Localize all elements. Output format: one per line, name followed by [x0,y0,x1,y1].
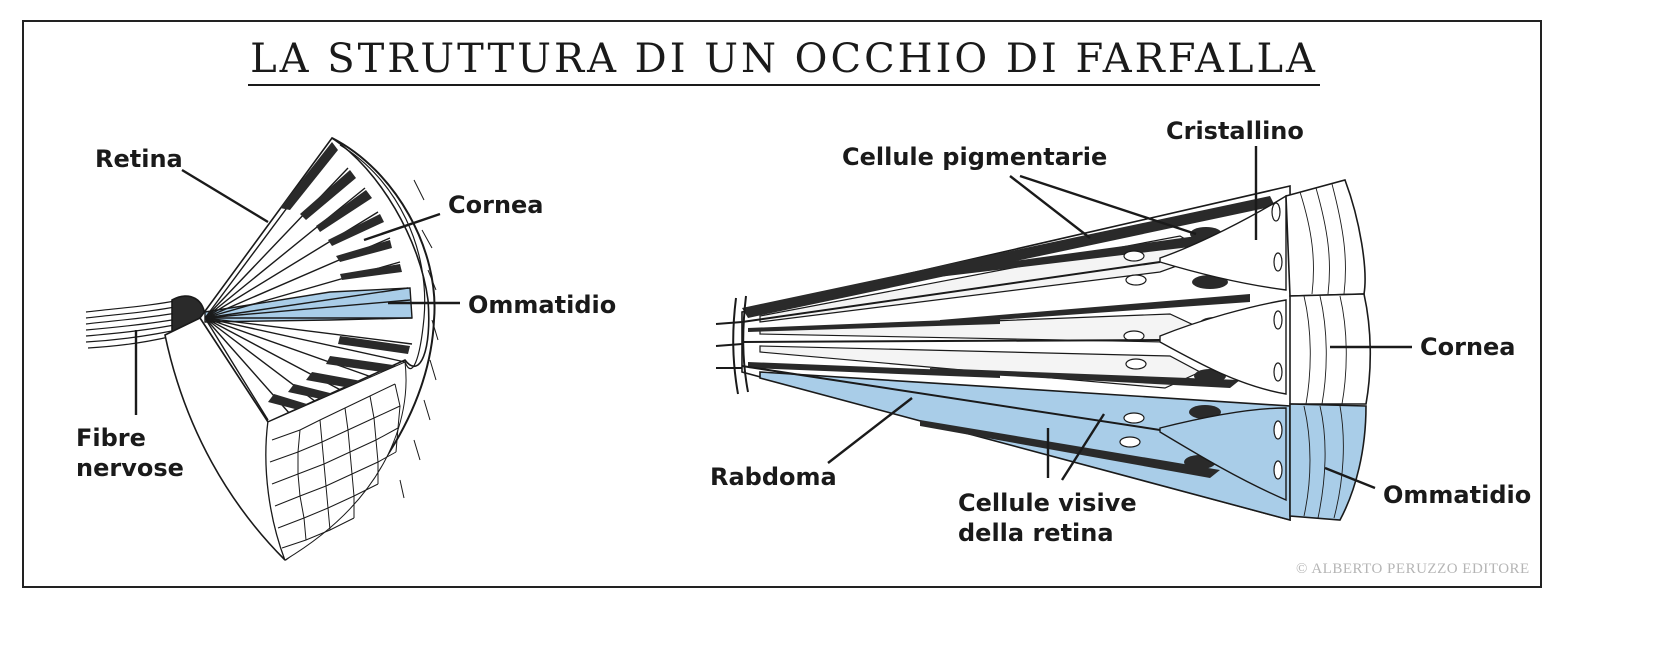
label-fibre-nervose: Fibre nervose [76,424,184,482]
leader-pigment-1 [1009,175,1091,239]
right-ommatidia-diagram [715,179,1372,522]
eye-cut-section-outline [199,136,430,424]
left-eye-diagram [85,136,439,561]
title-text: LA STRUTTURA DI UN OCCHIO DI FARFALLA [248,36,1320,86]
left-leader-lines [134,168,460,415]
leader-cornea-left [363,212,441,242]
nuclei [1119,202,1283,480]
leader-rabdoma [827,397,913,464]
right-cornea-band [1285,179,1366,297]
copyright-credit: © ALBERTO PERUZZO EDITORE [1296,561,1530,577]
right-leader-lines [827,146,1412,490]
label-ommatidio-right: Ommatidio [1383,481,1532,509]
pigment-wedges [268,142,410,414]
cornea-striations [1299,183,1347,519]
right-ommatidium-highlight [759,371,1291,522]
right-cornea-band-low [1289,403,1367,521]
label-retina: Retina [95,145,183,173]
crystalline-cones [1159,194,1287,502]
label-rabdoma: Rabdoma [710,463,837,491]
rhabdom-lines [741,261,1161,431]
left-cornea-inner [339,144,426,369]
label-cornea-left: Cornea [448,191,544,219]
right-cornea-band-mid [1289,293,1372,405]
leader-visive-2 [1060,413,1106,481]
right-nerve-ends [715,295,749,395]
label-cellule-pigmentarie: Cellule pigmentarie [842,143,1108,171]
label-cornea-right: Cornea [1420,333,1516,361]
diagram-canvas [85,136,1412,561]
leader-retina [181,168,269,224]
label-cellule-visive: Cellule visive della retina [958,489,1137,547]
ommatidia-rays [204,149,413,421]
leader-pigment-2 [1019,174,1197,236]
diagram-title: LA STRUTTURA DI UN OCCHIO DI FARFALLA [0,36,1568,86]
leader-ommatidio-right [1324,466,1376,490]
label-cristallino: Cristallino [1166,117,1304,145]
facet-hexagons [265,179,439,561]
label-ommatidio-left: Ommatidio [468,291,617,319]
